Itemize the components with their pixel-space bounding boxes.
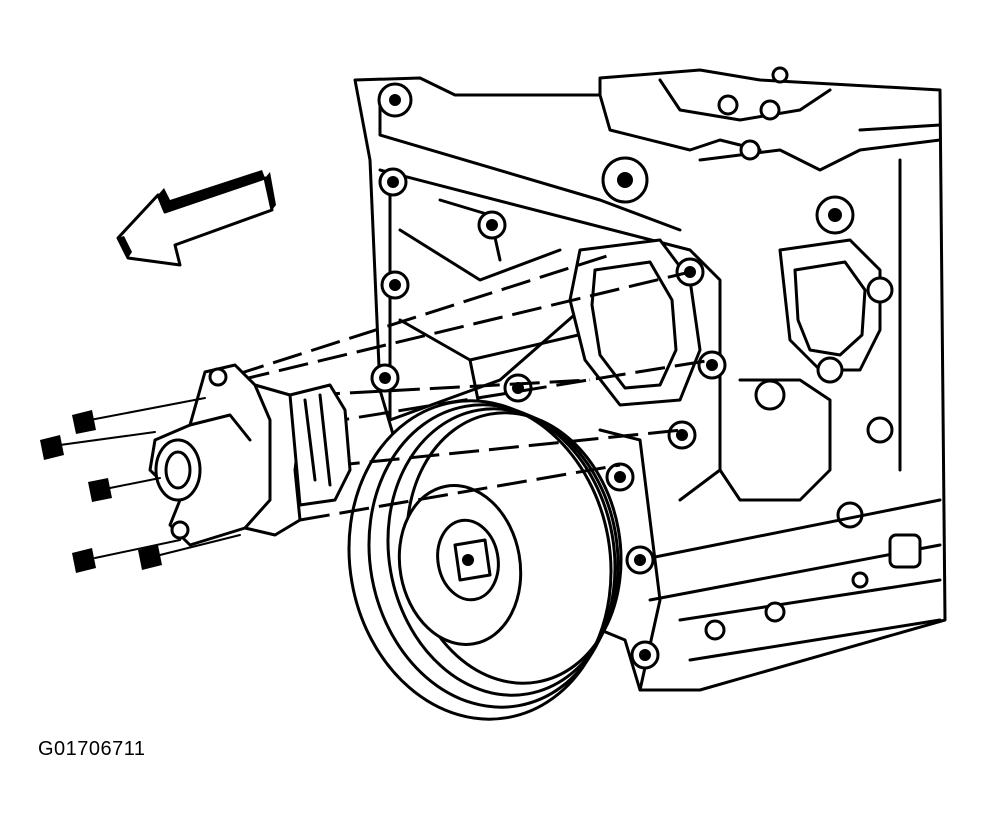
direction-arrow xyxy=(116,170,276,267)
bolt-4 xyxy=(72,539,181,573)
crankshaft-pulley xyxy=(347,399,623,721)
bolt-5 xyxy=(138,534,241,570)
alignment-lines xyxy=(234,253,713,522)
water-pump xyxy=(148,363,352,547)
bolt-1 xyxy=(72,397,206,434)
bolt-2 xyxy=(40,431,156,460)
bolt-3 xyxy=(88,477,161,502)
figure-id-label: G01706711 xyxy=(38,738,146,760)
water-pump-bolts xyxy=(40,397,241,573)
